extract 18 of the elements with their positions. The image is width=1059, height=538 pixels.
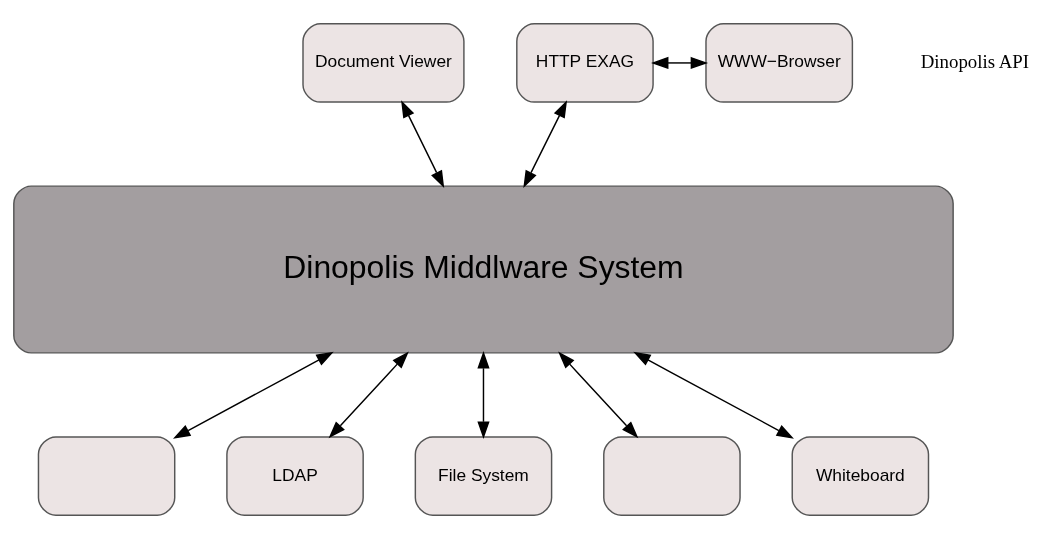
arrow	[401, 99, 445, 188]
arrow	[558, 351, 639, 438]
arrow	[633, 351, 794, 439]
node-box: Dinopolis Middlware System	[13, 184, 954, 354]
arrow	[523, 99, 568, 188]
node-box: LDAP	[226, 435, 364, 516]
arrow	[328, 351, 409, 438]
node-box: Whiteboard	[791, 435, 930, 516]
node-box: HTTP EXAG	[516, 22, 654, 103]
arrow	[477, 350, 490, 439]
label: Dinopolis API	[920, 50, 1030, 72]
arrow	[173, 351, 334, 439]
node-box: Document Viewer	[302, 22, 465, 103]
node-box	[37, 435, 176, 516]
arrow	[651, 56, 709, 69]
node-box: WWW−Browser	[705, 22, 854, 103]
node-box: File System	[414, 435, 553, 516]
node-box	[603, 435, 741, 516]
